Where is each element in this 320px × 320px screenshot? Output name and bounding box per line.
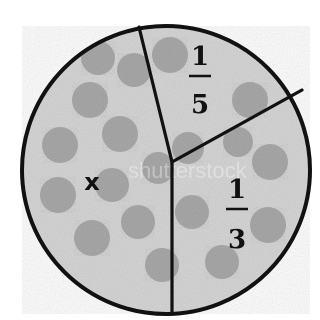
pepperoni xyxy=(74,220,110,256)
fraction-denominator: 5 xyxy=(191,90,209,120)
pepperoni xyxy=(81,41,115,75)
fraction-denominator: 3 xyxy=(228,225,246,255)
pepperoni xyxy=(95,168,129,202)
pepperoni xyxy=(175,195,209,229)
fraction-numerator: 1 xyxy=(228,175,246,205)
pepperoni xyxy=(152,37,188,73)
pepperoni xyxy=(252,144,288,180)
pepperoni xyxy=(42,127,78,163)
pepperoni xyxy=(72,82,108,118)
pepperoni xyxy=(102,116,138,152)
pepperoni xyxy=(250,207,286,243)
pepperoni xyxy=(145,248,179,282)
pepperoni xyxy=(40,177,76,213)
slice-label-x: x xyxy=(84,168,100,196)
fraction-numerator: 1 xyxy=(191,42,209,72)
pepperoni xyxy=(121,205,155,239)
